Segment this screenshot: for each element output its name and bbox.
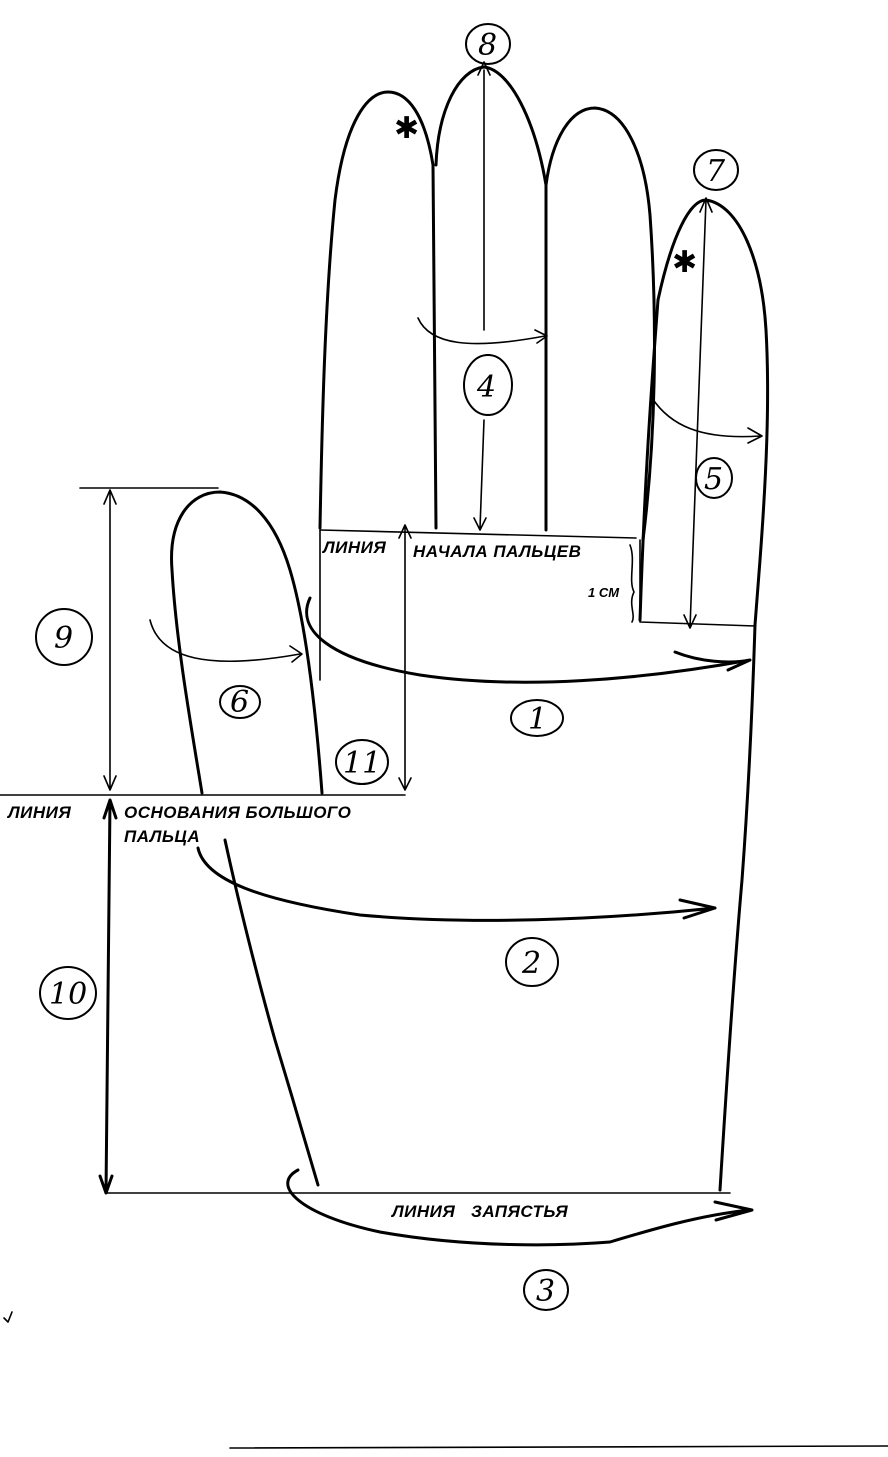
number-2: 2 bbox=[521, 946, 541, 981]
number-1: 1 bbox=[528, 702, 547, 737]
circle-8 bbox=[465, 23, 511, 65]
arrow-6-arc bbox=[149, 619, 303, 663]
thumb-base-label-word1: ЛИНИЯ bbox=[6, 803, 71, 822]
index-finger-outline bbox=[318, 90, 438, 530]
finger-start-label-word1: ЛИНИЯ bbox=[321, 538, 386, 557]
thumb-base-label-line2: ПАЛЬЦА bbox=[124, 827, 200, 846]
arrow-8 bbox=[473, 61, 491, 531]
finger-start-line bbox=[319, 529, 637, 539]
number-4: 4 bbox=[476, 370, 496, 405]
bottom-edge-line bbox=[229, 1445, 888, 1449]
number-8: 8 bbox=[478, 28, 497, 63]
circle-6 bbox=[219, 685, 261, 719]
measurement-arrows bbox=[98, 61, 763, 1247]
ring-finger-outline bbox=[544, 106, 656, 542]
number-2-marker: 2 bbox=[505, 937, 559, 987]
circle-11 bbox=[335, 739, 389, 785]
measurement-numbers: 8 7 4 5 9 6 1 11 bbox=[35, 23, 739, 1311]
arrow-11 bbox=[398, 524, 412, 791]
number-5-marker: 5 bbox=[695, 457, 733, 499]
number-10-marker: 10 bbox=[39, 966, 97, 1020]
arrow-2-arc bbox=[196, 846, 717, 922]
text-labels: ЛИНИЯ НАЧАЛА ПАЛЬЦЕВ 1 СМ ЛИНИЯ ОСНОВАНИ… bbox=[6, 538, 620, 1221]
construction-lines bbox=[0, 487, 731, 1194]
arrow-5-arc bbox=[651, 397, 763, 444]
finger-start-label-word2: НАЧАЛА ПАЛЬЦЕВ bbox=[413, 542, 581, 561]
offset-note-label: 1 СМ bbox=[588, 585, 620, 600]
arrow-3-arc bbox=[286, 1168, 754, 1247]
circle-2 bbox=[505, 937, 559, 987]
number-11: 11 bbox=[343, 746, 381, 781]
wrist-line-label: ЛИНИЯ ЗАПЯСТЬЯ bbox=[390, 1202, 568, 1221]
scan-artifacts bbox=[3, 1311, 888, 1449]
arrow-4-arc bbox=[417, 317, 548, 345]
number-5: 5 bbox=[704, 462, 723, 497]
circle-7 bbox=[693, 149, 739, 191]
little-finger-outline bbox=[656, 198, 770, 627]
circle-4 bbox=[463, 354, 513, 416]
circle-9 bbox=[35, 608, 93, 666]
little-finger-inner-edge bbox=[638, 298, 660, 622]
number-7: 7 bbox=[706, 154, 726, 189]
thumb-base-label-line1: ОСНОВАНИЯ БОЛЬШОГО bbox=[124, 803, 351, 822]
circle-10 bbox=[39, 966, 97, 1020]
little-finger-base-step bbox=[639, 539, 756, 627]
hand-outline bbox=[170, 65, 770, 1192]
number-11-marker: 11 bbox=[335, 739, 389, 785]
number-3-marker: 3 bbox=[523, 1269, 569, 1311]
number-9-marker: 9 bbox=[35, 608, 93, 666]
offset-bracket bbox=[629, 544, 635, 623]
circle-1 bbox=[510, 699, 564, 737]
number-6-marker: 6 bbox=[219, 685, 261, 720]
star-mark-little-finger: ✱ bbox=[672, 245, 697, 280]
number-10: 10 bbox=[49, 977, 87, 1012]
inner-palm-edge bbox=[223, 838, 320, 1187]
circle-3 bbox=[523, 1269, 569, 1311]
arrow-10 bbox=[98, 798, 118, 1195]
star-mark-index-finger: ✱ bbox=[394, 111, 419, 146]
outer-palm-edge bbox=[718, 623, 757, 1192]
star-marks: ✱ ✱ bbox=[394, 111, 697, 280]
number-7-marker: 7 bbox=[693, 149, 739, 191]
corner-mark bbox=[3, 1311, 13, 1323]
arrow-9 bbox=[103, 489, 117, 791]
arrow-7 bbox=[683, 197, 713, 629]
circle-5 bbox=[695, 457, 733, 499]
number-8-marker: 8 bbox=[465, 23, 511, 65]
number-1-marker: 1 bbox=[510, 699, 564, 737]
number-6: 6 bbox=[230, 685, 249, 720]
number-9: 9 bbox=[54, 621, 73, 656]
number-3: 3 bbox=[536, 1274, 555, 1309]
middle-finger-outline bbox=[434, 65, 548, 532]
number-4-marker: 4 bbox=[463, 354, 513, 416]
thumb-outline bbox=[170, 490, 324, 795]
arrow-1-arc bbox=[305, 596, 752, 684]
